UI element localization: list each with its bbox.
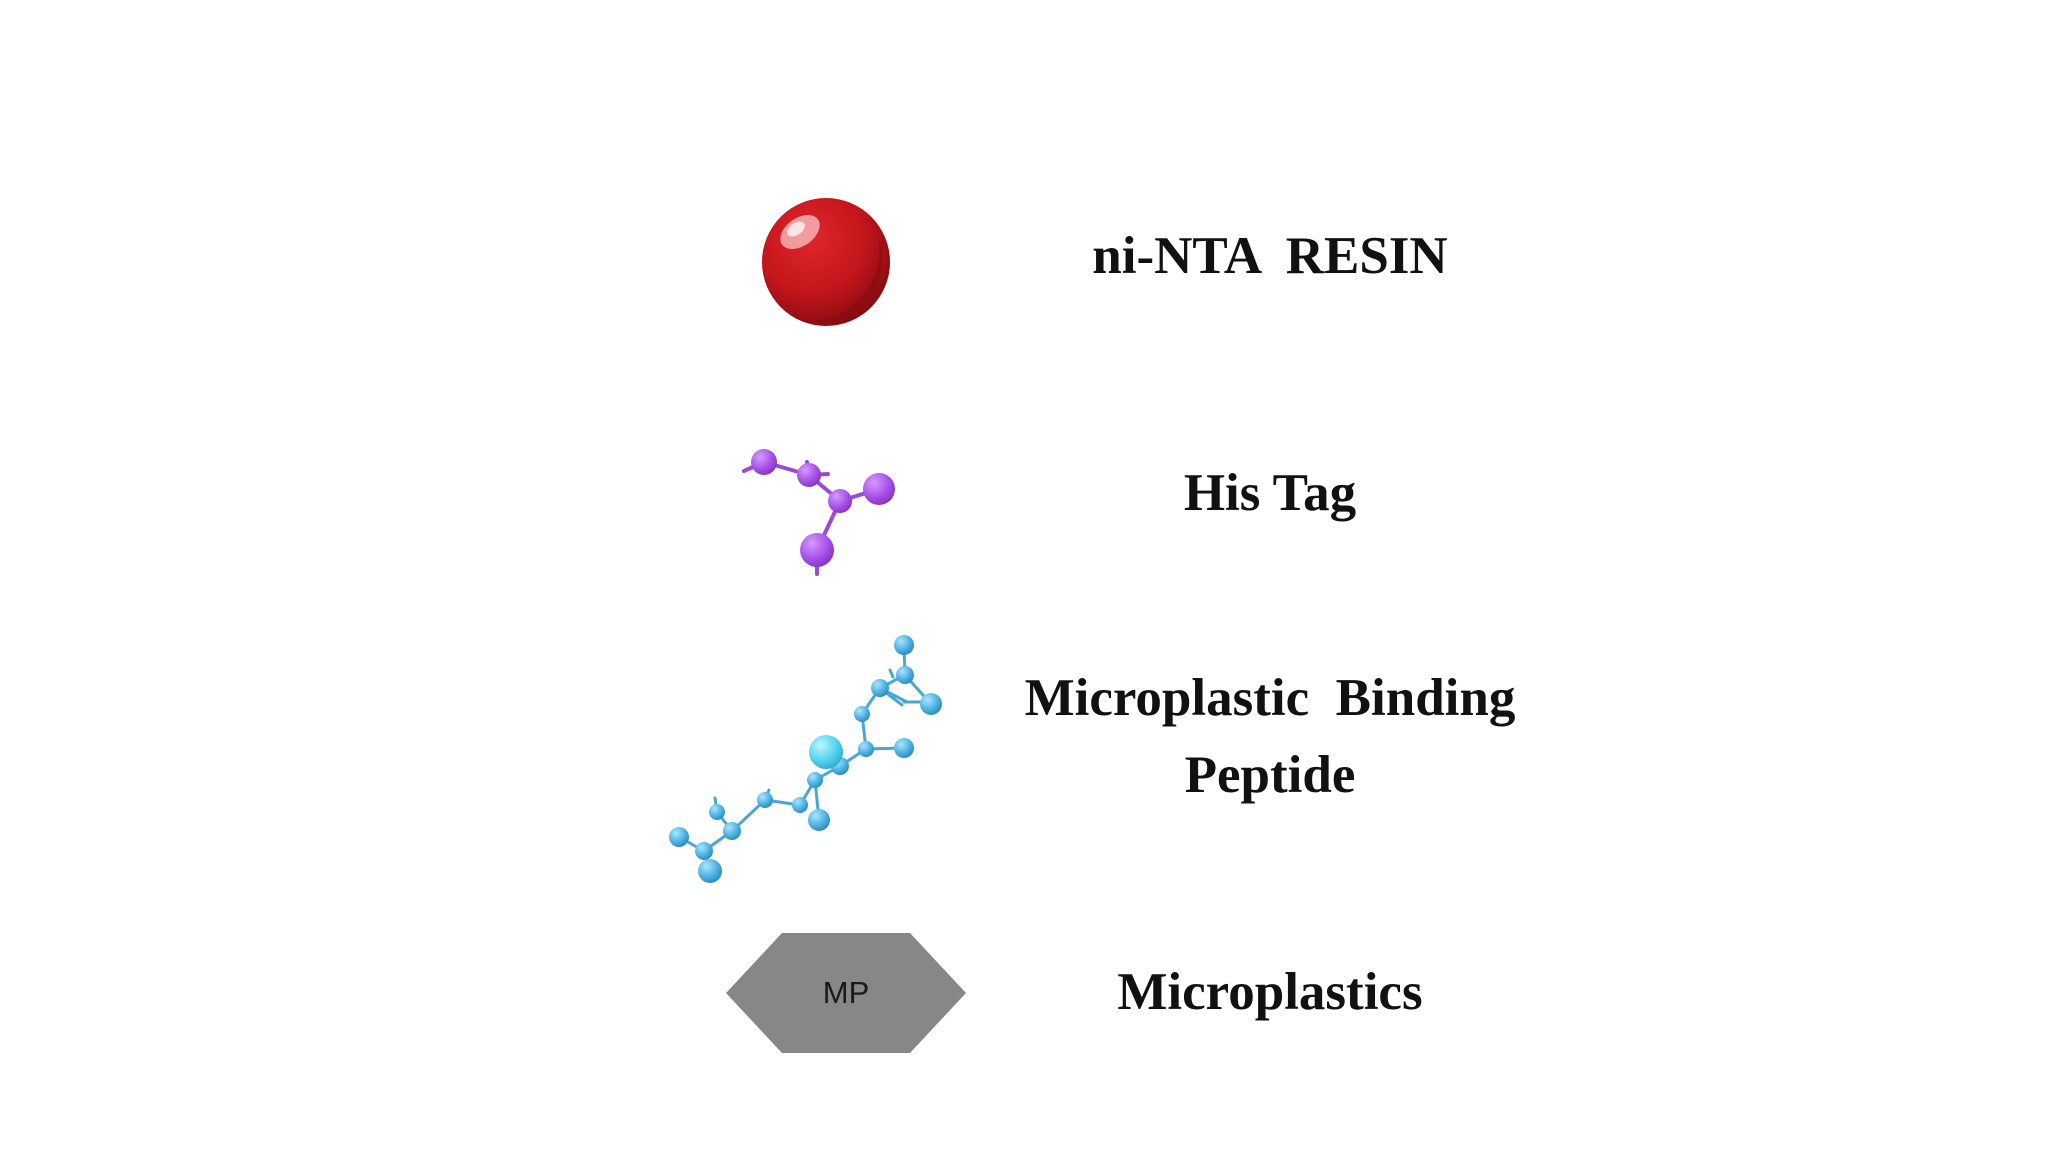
blue-molecule-icon <box>665 630 955 890</box>
legend-label-binding-peptide: Microplastic Binding Peptide <box>1024 669 1516 804</box>
legend-label-his-tag: His Tag <box>1183 464 1357 522</box>
legend-label-microplastics: Microplastics <box>1117 963 1423 1021</box>
gray-hexagon-icon: MP <box>724 931 968 1055</box>
purple-molecule-icon <box>740 440 910 580</box>
mp-badge-label: MP <box>823 975 870 1010</box>
legend-label-resin: ni-NTA RESIN <box>1092 227 1448 285</box>
red-sphere-icon <box>760 196 892 328</box>
